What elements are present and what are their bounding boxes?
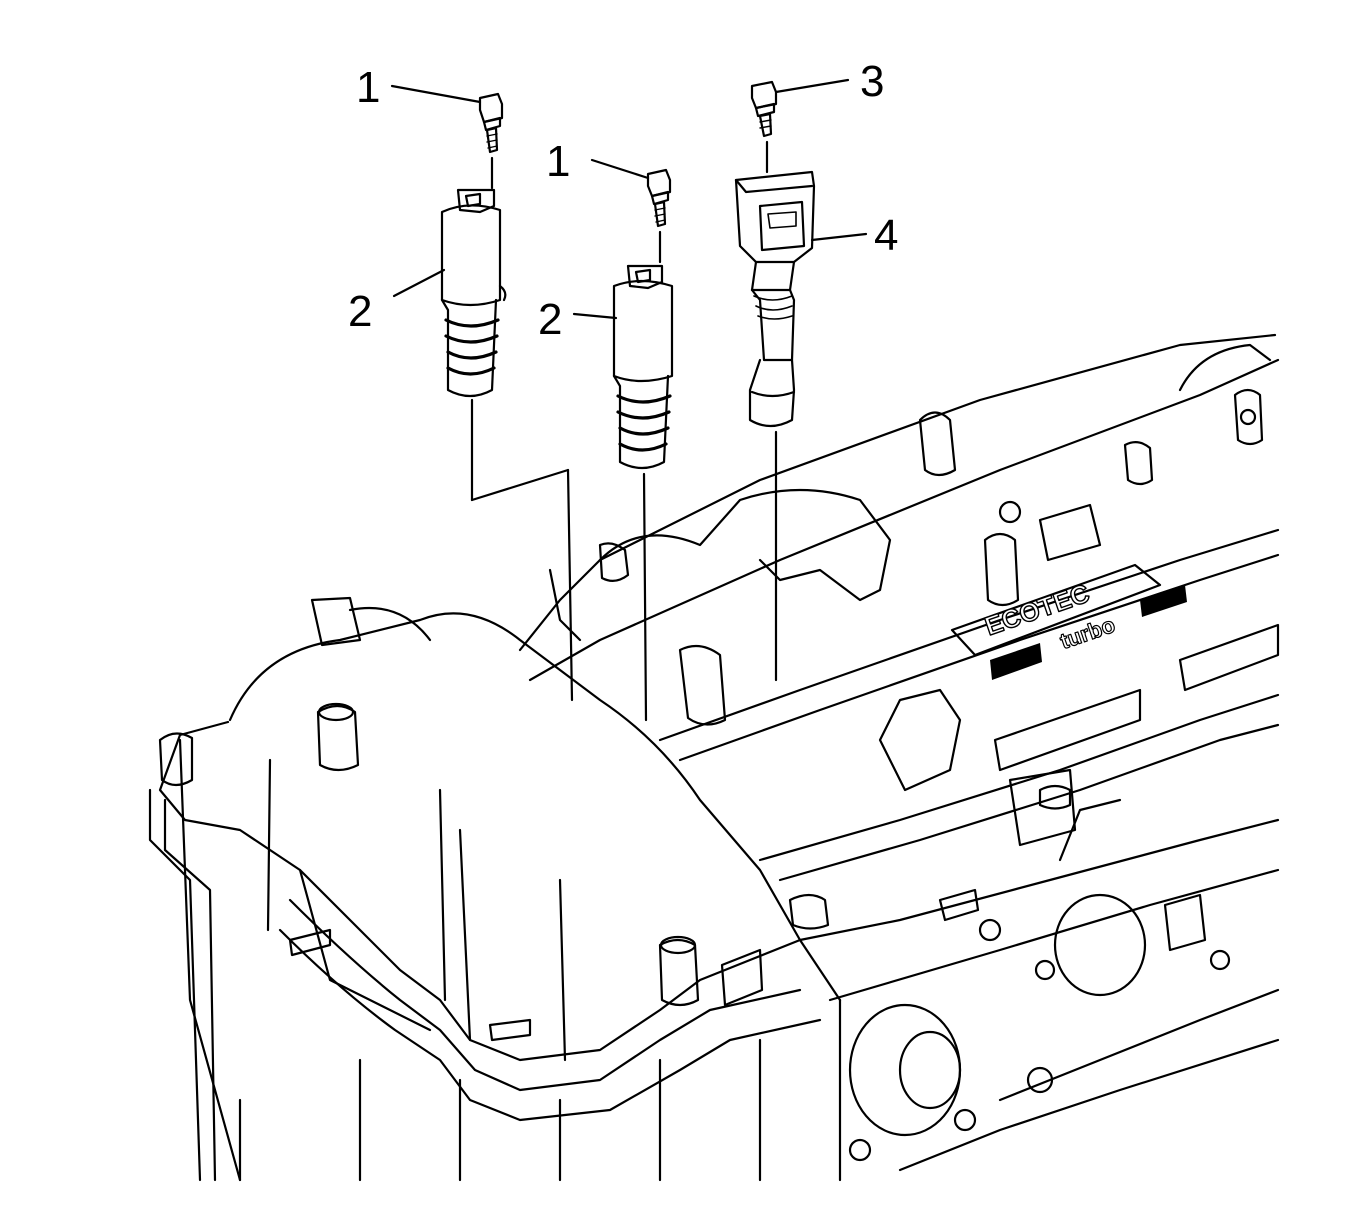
callout-4: 4 [874, 211, 898, 260]
callout-3: 3 [860, 57, 884, 106]
cylinder-head [788, 768, 1280, 1182]
bolt-3 [750, 80, 778, 174]
bolt-1b [646, 168, 672, 264]
callout-2b: 2 [538, 295, 562, 344]
callout-labels: 1 1 2 2 3 4 [348, 57, 898, 344]
callout-1a: 1 [356, 63, 380, 112]
oil-control-solenoid-b [612, 264, 674, 722]
oil-control-solenoid-a [440, 188, 574, 702]
callout-2a: 2 [348, 287, 372, 336]
front-housing [148, 596, 842, 1182]
callout-1b: 1 [546, 137, 570, 186]
bolt-1a [478, 92, 504, 190]
ignition-coil [734, 170, 816, 682]
leader-lines [390, 78, 868, 320]
